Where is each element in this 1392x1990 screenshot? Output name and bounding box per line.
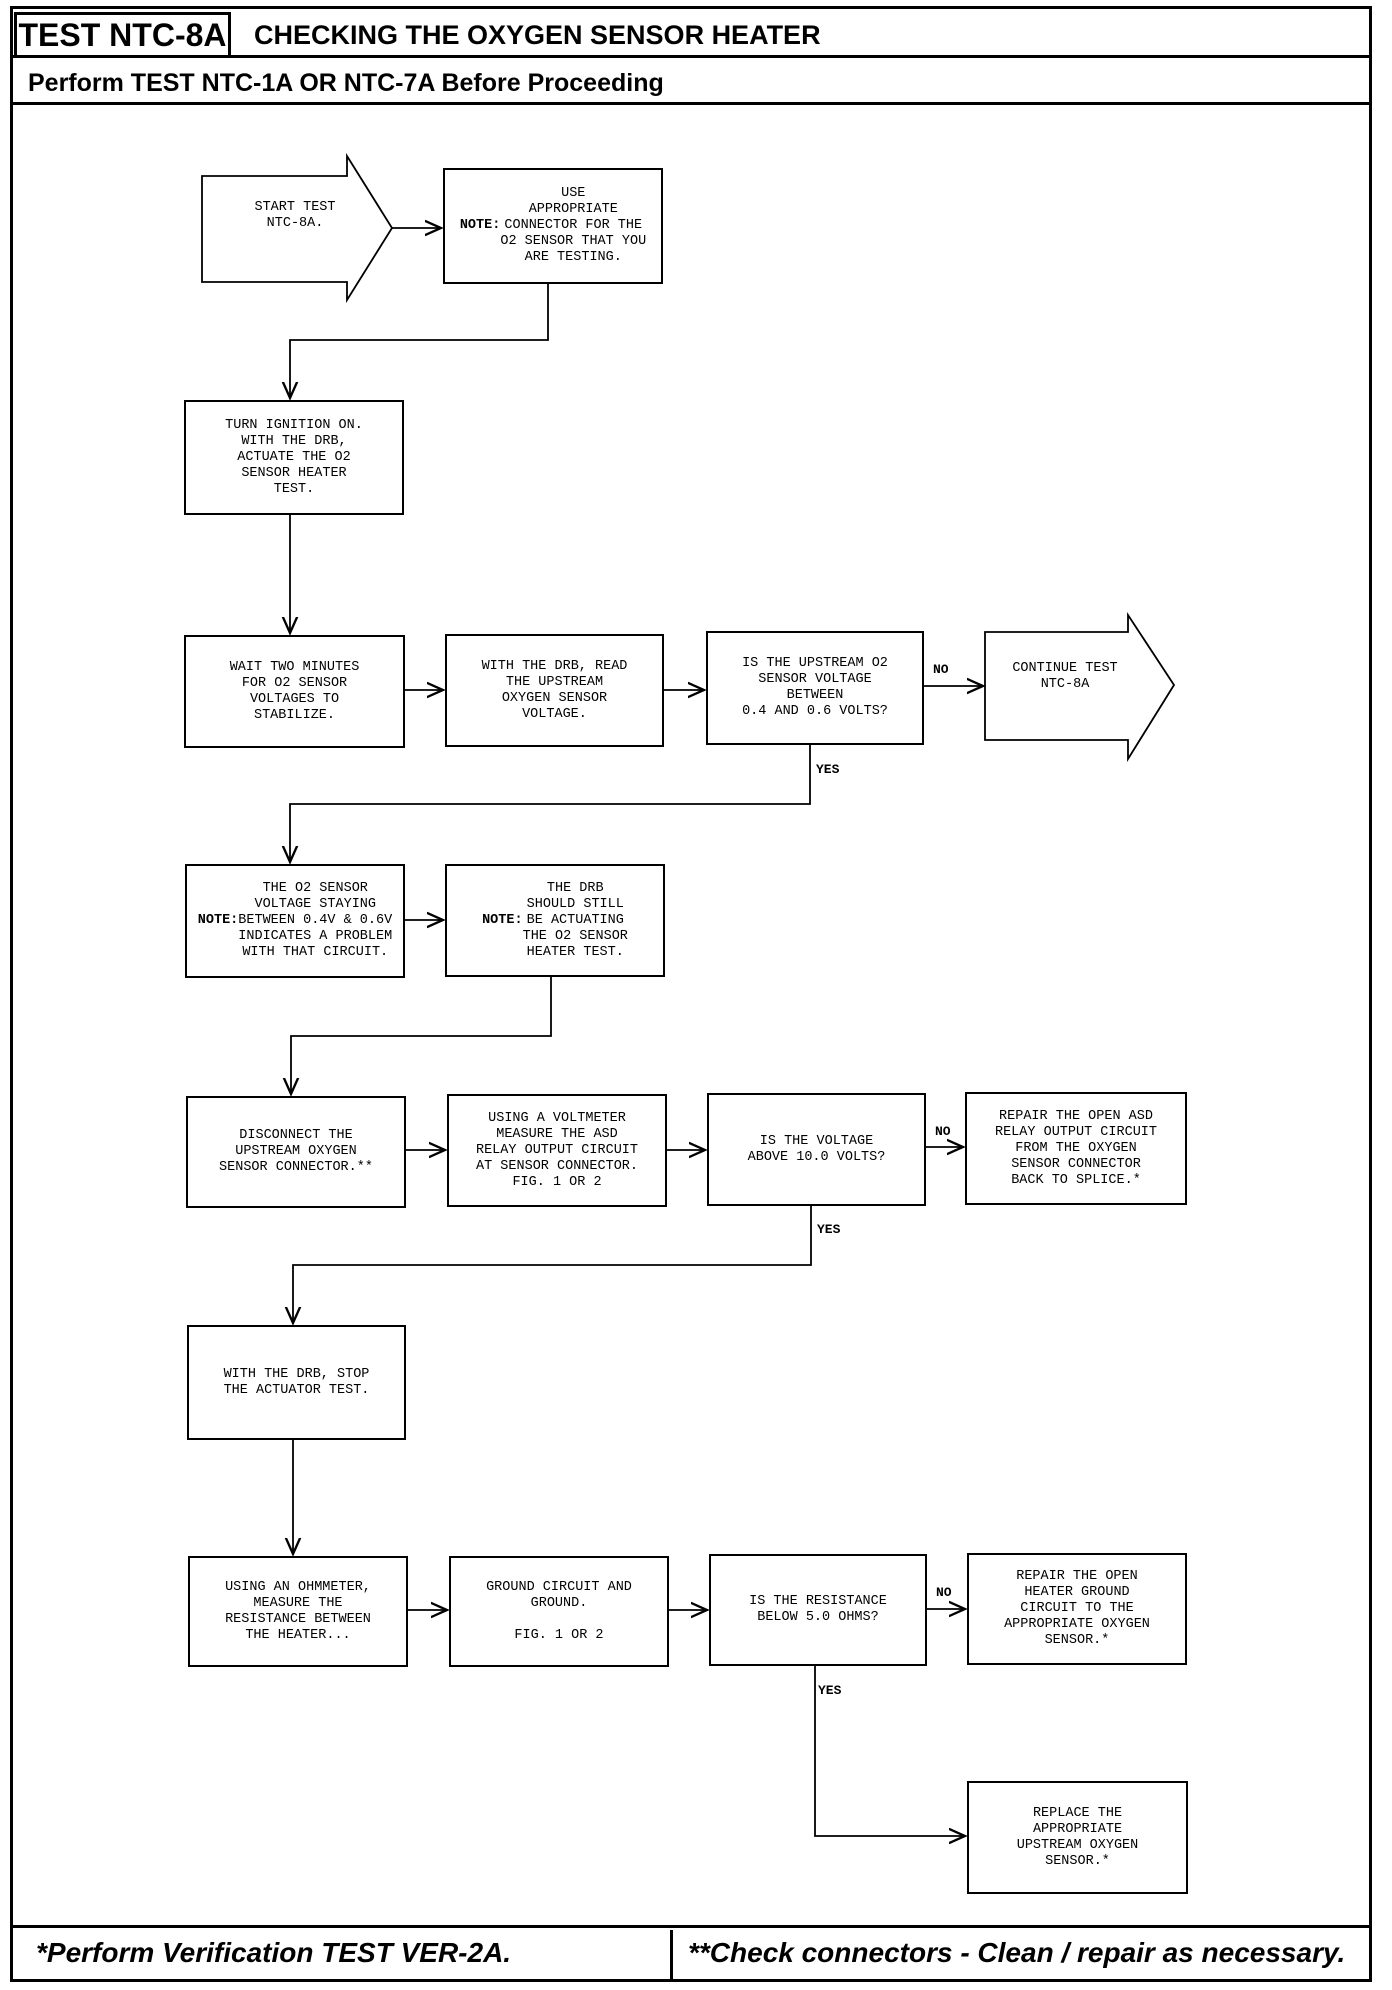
ohmmeter-box: USING AN OHMMETER, MEASURE THE RESISTANC… [188, 1556, 408, 1667]
repair-asd-box: REPAIR THE OPEN ASD RELAY OUTPUT CIRCUIT… [965, 1092, 1187, 1205]
stop-actuator-box: WITH THE DRB, STOP THE ACTUATOR TEST. [187, 1325, 406, 1440]
subheader-row [10, 58, 1372, 105]
page-subtitle: Perform TEST NTC-1A OR NTC-7A Before Pro… [28, 69, 664, 97]
page-title: CHECKING THE OXYGEN SENSOR HEATER [254, 20, 821, 50]
header-row [10, 6, 1372, 58]
voltage-above-question: IS THE VOLTAGE ABOVE 10.0 VOLTS? [707, 1093, 926, 1206]
page-frame [10, 6, 1372, 1982]
note-staying-box: NOTE: THE O2 SENSOR VOLTAGE STAYING BETW… [185, 864, 405, 978]
upstream-voltage-question: IS THE UPSTREAM O2 SENSOR VOLTAGE BETWEE… [706, 631, 924, 745]
continue-test-step: CONTINUE TEST NTC-8A [1012, 661, 1118, 692]
yes-label: YES [816, 762, 840, 777]
note-connector-box: NOTE: USE APPROPRIATE CONNECTOR FOR THE … [443, 168, 663, 284]
footer-note-right: **Check connectors - Clean / repair as n… [688, 1937, 1346, 1968]
voltmeter-box: USING A VOLTMETER MEASURE THE ASD RELAY … [447, 1094, 667, 1207]
resistance-question: IS THE RESISTANCE BELOW 5.0 OHMS? [709, 1554, 927, 1666]
no-label: NO [933, 662, 949, 677]
test-id: TEST NTC-8A [14, 12, 231, 58]
footer [10, 1925, 1372, 1982]
yes-label: YES [817, 1222, 841, 1237]
start-step: START TEST NTC-8A. [254, 200, 336, 231]
footer-divider [670, 1930, 673, 1980]
continue-arrow-shape [984, 611, 1176, 763]
note-actuating-box: NOTE: THE DRB SHOULD STILL BE ACTUATING … [445, 864, 665, 977]
read-upstream-box: WITH THE DRB, READ THE UPSTREAM OXYGEN S… [445, 634, 664, 747]
repair-ground-box: REPAIR THE OPEN HEATER GROUND CIRCUIT TO… [967, 1553, 1187, 1665]
disconnect-box: DISCONNECT THE UPSTREAM OXYGEN SENSOR CO… [186, 1096, 406, 1208]
wait-two-minutes-box: WAIT TWO MINUTES FOR O2 SENSOR VOLTAGES … [184, 635, 405, 748]
replace-sensor-box: REPLACE THE APPROPRIATE UPSTREAM OXYGEN … [967, 1781, 1188, 1894]
ignition-on-box: TURN IGNITION ON. WITH THE DRB, ACTUATE … [184, 400, 404, 515]
ground-circuit-box: GROUND CIRCUIT AND GROUND. FIG. 1 OR 2 [449, 1556, 669, 1667]
start-arrow-shape [201, 152, 394, 304]
no-label: NO [935, 1124, 951, 1139]
footer-note-left: *Perform Verification TEST VER-2A. [36, 1937, 512, 1968]
yes-label: YES [818, 1683, 842, 1698]
no-label: NO [936, 1585, 952, 1600]
